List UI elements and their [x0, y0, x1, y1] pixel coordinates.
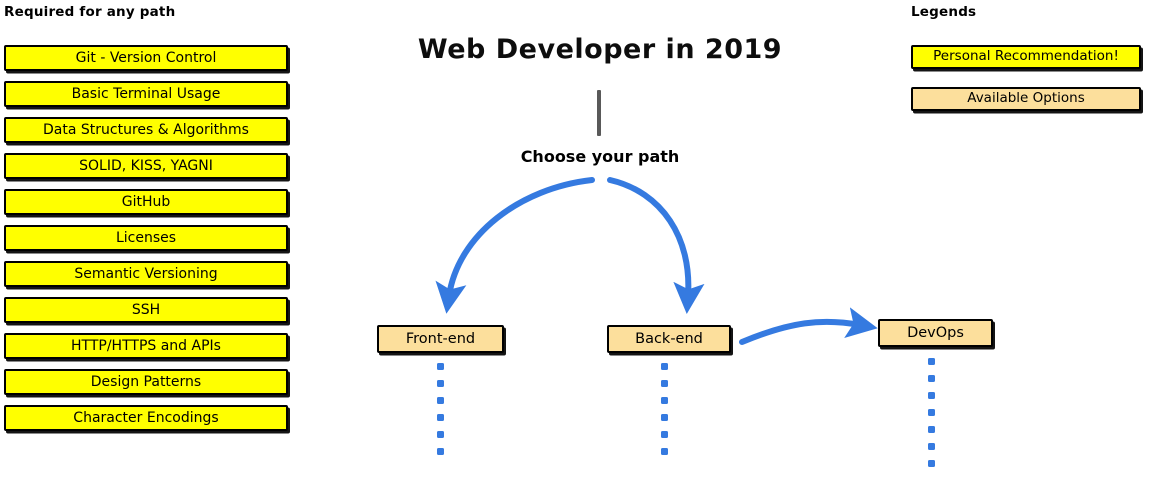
- required-item-git[interactable]: Git - Version Control: [4, 45, 288, 71]
- dot: [928, 358, 935, 365]
- path-box-devops[interactable]: DevOps: [878, 319, 993, 347]
- required-item-http-apis[interactable]: HTTP/HTTPS and APIs: [4, 333, 288, 359]
- arrow-choose-to-frontend: [435, 177, 595, 314]
- dot: [661, 431, 668, 438]
- required-item-solid-kiss-yagni[interactable]: SOLID, KISS, YAGNI: [4, 153, 288, 179]
- required-item-character-encodings[interactable]: Character Encodings: [4, 405, 288, 431]
- legend-available-options: Available Options: [911, 87, 1141, 111]
- legends-heading: Legends: [911, 4, 977, 20]
- dot: [437, 397, 444, 404]
- dot: [661, 363, 668, 370]
- dot: [928, 443, 935, 450]
- required-item-design-patterns[interactable]: Design Patterns: [4, 369, 288, 395]
- required-item-licenses[interactable]: Licenses: [4, 225, 288, 251]
- page-title: Web Developer in 2019: [417, 34, 783, 65]
- title-stem-line: [597, 90, 601, 136]
- dot: [661, 414, 668, 421]
- dot: [661, 397, 668, 404]
- dot: [437, 414, 444, 421]
- dot: [661, 380, 668, 387]
- required-item-github[interactable]: GitHub: [4, 189, 288, 215]
- path-box-back-end[interactable]: Back-end: [607, 325, 731, 353]
- dot: [437, 431, 444, 438]
- choose-your-path-label: Choose your path: [520, 147, 680, 166]
- dot: [928, 460, 935, 467]
- dots-back-end: [661, 363, 669, 465]
- required-heading: Required for any path: [4, 4, 176, 20]
- required-item-data-structures[interactable]: Data Structures & Algorithms: [4, 117, 288, 143]
- dot: [661, 448, 668, 455]
- dots-front-end: [437, 363, 445, 465]
- arrow-backend-to-devops: [739, 307, 878, 345]
- path-box-front-end[interactable]: Front-end: [377, 325, 504, 353]
- required-item-semantic-versioning[interactable]: Semantic Versioning: [4, 261, 288, 287]
- arrow-choose-to-backend: [607, 177, 705, 314]
- dot: [437, 448, 444, 455]
- dot: [928, 375, 935, 382]
- dot: [928, 392, 935, 399]
- dots-devops: [928, 358, 936, 477]
- dot: [928, 409, 935, 416]
- dot: [437, 363, 444, 370]
- required-item-ssh[interactable]: SSH: [4, 297, 288, 323]
- dot: [928, 426, 935, 433]
- legend-personal-recommendation: Personal Recommendation!: [911, 45, 1141, 69]
- required-item-terminal[interactable]: Basic Terminal Usage: [4, 81, 288, 107]
- dot: [437, 380, 444, 387]
